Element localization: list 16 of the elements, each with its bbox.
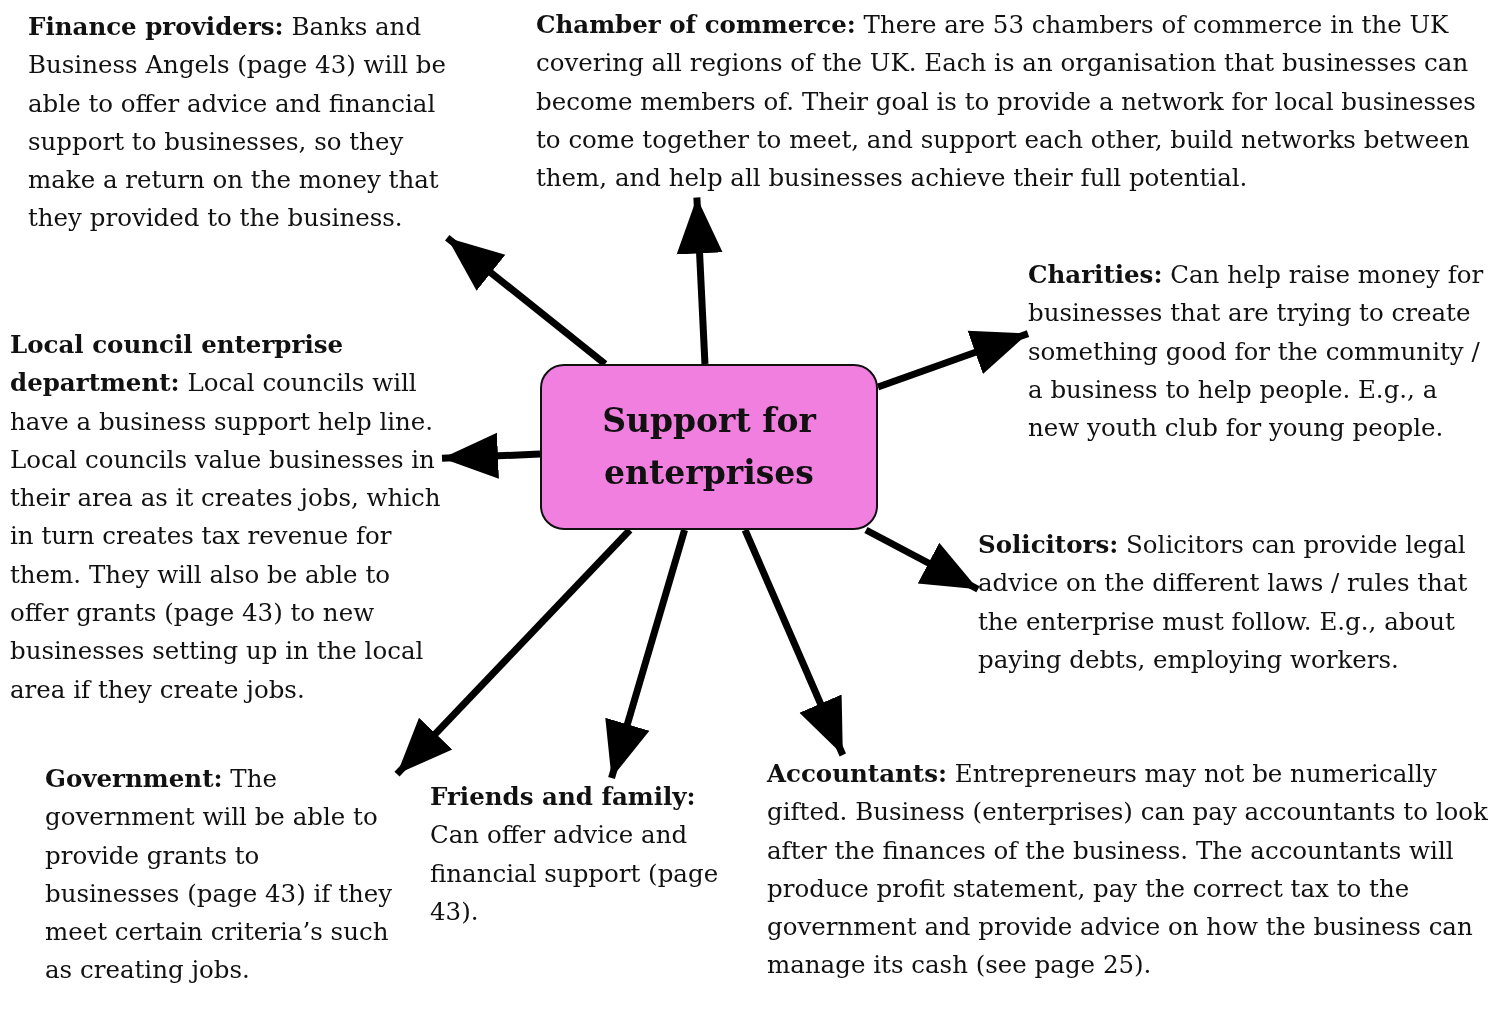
arrow bbox=[445, 235, 608, 367]
arrow bbox=[605, 529, 688, 779]
arrow bbox=[876, 330, 1030, 391]
description-text: Government: The government will be able to provide grants to businesses (page 43) if they meet certain criteria’s such as creating jobs. bbox=[45, 760, 397, 990]
description-text: Accountants: Entrepreneurs may not be numerically gifted. Business (enterprises) can pay accountants to look after the finances of the business. The accountants will produce profit statement, pay the correct tax to the government and provide advice on how the business can manage its cash (see page 25). bbox=[767, 755, 1489, 985]
description-text: Friends and family: Can offer advice and financial support (page 43). bbox=[430, 778, 730, 932]
description-text: Charities: Can help raise money for businesses that are trying to create something good for the community / a business to help people. E.g., a new youth club for young people. bbox=[1028, 256, 1490, 448]
arrow bbox=[441, 432, 541, 479]
arrow bbox=[864, 526, 980, 593]
arrow bbox=[741, 528, 847, 757]
description-text: Chamber of commerce: There are 53 chambers of commerce in the UK covering all regions of the UK. Each is an organisation that businesses can become members of. Their goal is to provide a network for local businesses to come together to meet, and support each other, build networks between them, and help all businesses achieve their full potential. bbox=[536, 6, 1486, 198]
description-text: Finance providers: Banks and Business Angels (page 43) will be able to offer advice and financial support to businesses, so they make a return on the money that they provided to the business. bbox=[28, 8, 460, 238]
description-text: Local council enterprise department: Local councils will have a business support help line. Local councils value businesses in their area as it creates jobs, which in turn creates tax revenue for them. They will also be able to offer grants (page 43) to new businesses setting up in the local area if they create jobs. bbox=[10, 326, 442, 709]
topic-box: Support for enterprises bbox=[540, 364, 878, 530]
arrow bbox=[394, 527, 633, 777]
description-text: Solicitors: Solicitors can provide legal advice on the different laws / rules that the enterprise must follow. E.g., about paying debts, employing workers. bbox=[978, 526, 1490, 680]
